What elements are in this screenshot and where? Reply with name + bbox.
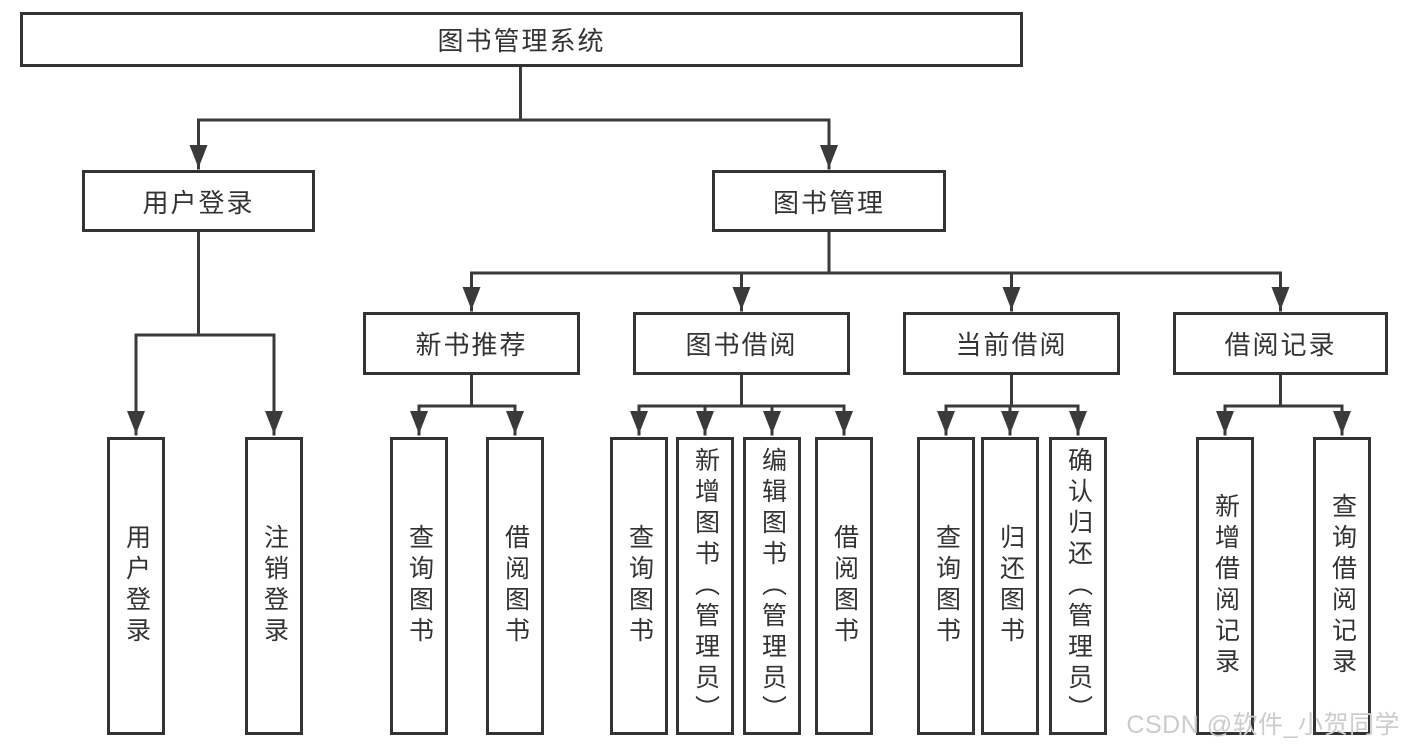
leaf-query-books-recommend: 查询图书 [390, 437, 448, 735]
csdn-watermark: CSDN @软件_小贺同学 [1126, 711, 1400, 739]
leaf-add-books-admin-label: 新增图书（管理员） [691, 446, 720, 726]
leaf-logout-label: 注销登录 [260, 524, 289, 648]
leaf-confirm-return-admin-label: 确认归还（管理员） [1064, 446, 1093, 726]
node-new-book-recommend: 新书推荐 [363, 312, 580, 375]
leaf-query-books-recommend-label: 查询图书 [405, 524, 434, 648]
leaf-logout: 注销登录 [245, 437, 303, 735]
node-borrowing-records: 借阅记录 [1173, 312, 1388, 375]
leaf-return-books-label: 归还图书 [996, 524, 1025, 648]
leaf-query-books-borrowing-label: 查询图书 [625, 524, 654, 648]
leaf-query-borrow-record: 查询借阅记录 [1313, 437, 1371, 735]
node-book-management: 图书管理 [712, 170, 946, 232]
leaf-confirm-return-admin: 确认归还（管理员） [1049, 437, 1107, 735]
leaf-edit-books-admin: 编辑图书（管理员） [743, 437, 801, 735]
leaf-borrow-books-recommend-label: 借阅图书 [501, 524, 530, 648]
node-current-borrowing-label: 当前借阅 [955, 330, 1068, 360]
node-borrowing-records-label: 借阅记录 [1224, 330, 1337, 360]
node-library-system-label: 图书管理系统 [437, 26, 606, 56]
leaf-user-login: 用户登录 [107, 437, 165, 735]
leaf-query-books-current: 查询图书 [917, 437, 975, 735]
node-book-management-label: 图书管理 [772, 187, 885, 218]
leaf-borrow-books-recommend: 借阅图书 [486, 437, 544, 735]
node-user-login-label: 用户登录 [142, 187, 255, 218]
node-current-borrowing: 当前借阅 [903, 312, 1120, 375]
leaf-borrow-books: 借阅图书 [815, 437, 873, 735]
leaf-add-books-admin: 新增图书（管理员） [676, 437, 734, 735]
leaf-borrow-books-label: 借阅图书 [830, 524, 859, 648]
leaf-add-borrow-record-label: 新增借阅记录 [1211, 493, 1240, 679]
leaf-query-books-borrowing: 查询图书 [610, 437, 668, 735]
node-book-borrowing-label: 图书借阅 [685, 330, 798, 360]
leaf-user-login-label: 用户登录 [122, 524, 151, 648]
node-library-system: 图书管理系统 [20, 12, 1023, 67]
leaf-add-borrow-record: 新增借阅记录 [1196, 437, 1254, 735]
leaf-query-books-current-label: 查询图书 [932, 524, 961, 648]
leaf-edit-books-admin-label: 编辑图书（管理员） [758, 446, 787, 726]
node-book-borrowing: 图书借阅 [633, 312, 850, 375]
leaf-return-books: 归还图书 [981, 437, 1039, 735]
node-new-book-recommend-label: 新书推荐 [415, 330, 528, 360]
leaf-query-borrow-record-label: 查询借阅记录 [1328, 493, 1357, 679]
node-user-login: 用户登录 [82, 170, 315, 232]
